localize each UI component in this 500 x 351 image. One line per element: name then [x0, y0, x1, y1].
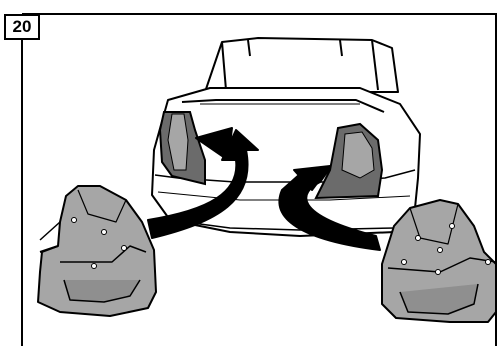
left-taillight-housing	[37, 185, 157, 317]
trunk-lid	[204, 37, 399, 93]
left-taillight-cavity	[158, 111, 206, 186]
panel-border	[21, 13, 497, 346]
right-taillight-housing	[381, 199, 497, 323]
right-taillight-cavity	[314, 122, 384, 200]
right-removal-arrow	[278, 165, 381, 251]
step-number-badge: 20	[4, 14, 40, 40]
left-removal-arrow	[147, 127, 259, 239]
